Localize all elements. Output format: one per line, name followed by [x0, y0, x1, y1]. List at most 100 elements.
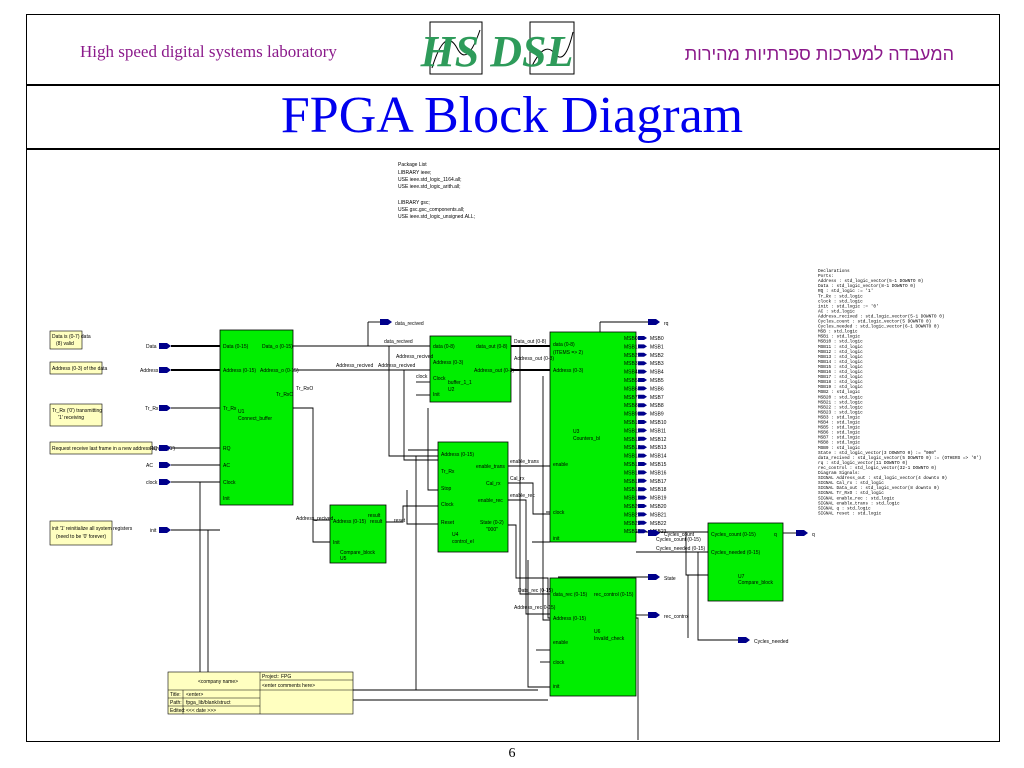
block-name: buffer_1_1 — [448, 380, 472, 386]
msb-port-label: MSB20 — [624, 504, 641, 510]
block-buffer: data (0-8) Address (0-3) Clock Init data… — [429, 335, 514, 403]
title-divider — [26, 148, 1000, 150]
note-box — [49, 361, 103, 375]
package-line: USE gsc.gsc_components.all; — [398, 207, 464, 213]
output-label: rq — [664, 321, 669, 327]
declaration-line: State : std_logic_vector(3 DOWNTO 0) := … — [818, 451, 937, 456]
port-label: Init — [223, 496, 230, 502]
output-arrow — [380, 319, 392, 325]
title-block-value: <enter> — [186, 692, 203, 698]
block-name: Connect_buffer — [238, 416, 272, 422]
port-label: data_out (0-8) — [476, 344, 508, 350]
port-label: Address (0-15) — [223, 368, 256, 374]
msb-output-label: MSB12 — [650, 437, 667, 443]
declaration-line: RQ : std_logic := '1' — [818, 289, 873, 294]
input-label: RQ — [150, 446, 158, 452]
note-text: Address (0-3) of the data — [52, 366, 108, 372]
msb-output-label: MSB4 — [650, 370, 664, 376]
signal-label: data_recived — [384, 339, 413, 345]
port-label: Clock — [441, 502, 454, 508]
port-label: AC — [223, 463, 230, 469]
note-text: init '1' reinitialize all system registe… — [52, 526, 133, 532]
port-label: Address (0-3) — [433, 360, 464, 366]
msb-output-label: MSB18 — [650, 487, 667, 493]
package-list: Package List LIBRARY ieee; USE ieee.std_… — [398, 162, 475, 220]
logo-text: HS DSL — [420, 27, 574, 76]
note-box — [49, 330, 83, 350]
declaration-line: init : std_logic := '0' — [818, 304, 879, 309]
slide-title: FPGA Block Diagram — [280, 87, 744, 144]
port-label: Tr_Rx — [441, 469, 455, 475]
declaration-line: MSB22 : std_logic — [818, 405, 863, 410]
msb-port-label: MSB4 — [624, 370, 638, 376]
output-label: State — [664, 576, 676, 582]
declaration-line: MSB3 : std_logic — [818, 415, 861, 420]
port-label: result — [370, 519, 383, 525]
msb-output-label: MSB20 — [650, 504, 667, 510]
msb-port-label: MSB14 — [624, 454, 641, 460]
declaration-line: MSB19 : std_logic — [818, 385, 863, 390]
slide-frame — [26, 14, 1000, 742]
note-text: '1' receiving — [58, 415, 84, 421]
declaration-line: Address : std_logic_vector(5-1 DOWNTO 0) — [818, 279, 923, 284]
block-name: Compare_block — [738, 580, 774, 586]
block-counters: data (0-8) (ITEMS => 2) Address (0-3) en… — [549, 331, 667, 543]
port-label: enable — [553, 640, 568, 646]
declaration-line: MSB16 : std_logic — [818, 370, 863, 375]
signal-label: Data_out (0-8) — [514, 339, 547, 345]
input-arrow — [159, 527, 171, 533]
title-block-label: Title: — [170, 692, 181, 698]
msb-output-arrow — [638, 386, 647, 391]
port-label: q — [774, 532, 777, 538]
port-label: Clock — [433, 376, 446, 382]
declaration-line: MSB5 : std_logic — [818, 426, 861, 431]
block-instance: U5 — [340, 556, 347, 562]
declaration-line: MSB13 : std_logic — [818, 355, 863, 360]
msb-output-label: MSB1 — [650, 344, 664, 350]
note-text: (8) valid — [56, 341, 74, 347]
msb-output-arrow — [638, 428, 647, 433]
input-label: clock — [146, 480, 158, 486]
title-block-value: fpga_lib/blank/struct — [186, 700, 231, 706]
title-block-project-label: Project: — [262, 674, 279, 680]
msb-output-arrow — [638, 487, 647, 492]
signal-label: enable_rec — [510, 493, 535, 499]
declaration-line: MSB2 : std_logic — [818, 390, 861, 395]
msb-output-arrow — [638, 453, 647, 458]
block-invalid-check: data_rec (0-15) Address (0-15) enable cl… — [549, 577, 637, 697]
title-block-label: Path: — [170, 700, 182, 706]
declaration-line: MSB1 : std_logic — [818, 335, 861, 340]
note-boxes: Data is (0-7) data (8) valid Address (0-… — [49, 330, 175, 546]
msb-output-label: MSB3 — [650, 361, 664, 367]
port-label: State (0-2) — [480, 520, 504, 526]
declaration-line: MSB23 : std_logic — [818, 410, 863, 415]
output-label: q — [812, 532, 815, 538]
msb-port-label: MSB9 — [624, 412, 638, 418]
msb-port-label: MSB6 — [624, 386, 638, 392]
signal-label: enable_trans — [510, 459, 539, 465]
output-label: data_recived — [395, 321, 424, 327]
input-arrow — [159, 479, 171, 485]
msb-port-label: MSB8 — [624, 403, 638, 409]
signal-label: Address_recived — [336, 363, 373, 369]
signal-label: Address_out (0-3) — [514, 356, 554, 362]
note-text: (need to be '0' forever) — [56, 534, 106, 540]
msb-port-label: MSB1 — [624, 344, 638, 350]
block-instance: U4 — [452, 532, 459, 538]
port-label: Address (0-15) — [441, 452, 474, 458]
port-label: data (0-8) — [433, 344, 455, 350]
declaration-line: Tr_Rx : std_logic — [818, 294, 863, 299]
output-ports: data_recived rq State rec_control Cycles… — [380, 319, 815, 645]
port-label: Address_out (0-3) — [474, 368, 514, 374]
msb-output-label: MSB9 — [650, 412, 664, 418]
port-label: Address (0-3) — [553, 368, 584, 374]
block-name: Invalid_check — [594, 636, 625, 642]
signal-label: Cycles_needed (0-15) — [656, 546, 706, 552]
port-label: init — [553, 536, 560, 542]
msb-port-label: MSB3 — [624, 361, 638, 367]
declaration-line: SIGNAL reset : std_logic — [818, 511, 882, 516]
msb-output-arrow — [638, 495, 647, 500]
port-label: enable_trans — [476, 464, 505, 470]
msb-output-label: MSB15 — [650, 462, 667, 468]
